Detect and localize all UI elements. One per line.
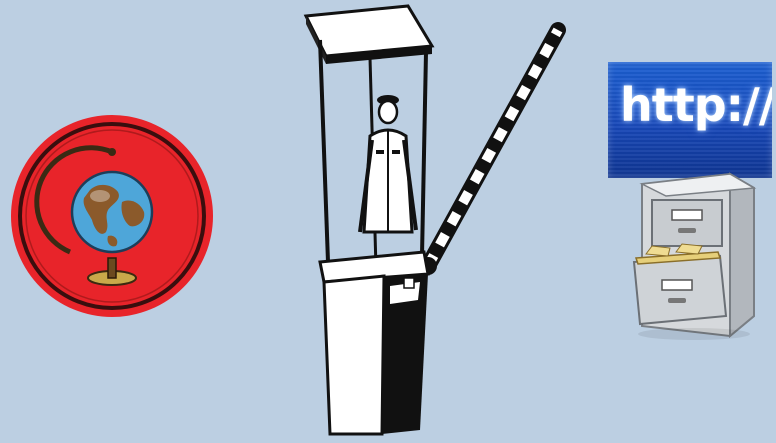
guard-figure xyxy=(360,95,416,232)
web-server-group: http:// xyxy=(604,58,776,348)
security-guard-booth-icon xyxy=(300,0,580,438)
globe-icon xyxy=(8,112,216,320)
guard-booth xyxy=(300,0,580,438)
globe-badge xyxy=(8,112,216,320)
http-banner: http:// xyxy=(608,62,772,178)
barrier-gate-icon xyxy=(419,30,558,275)
http-text: http:// xyxy=(620,78,772,132)
file-cabinet-icon xyxy=(622,166,762,342)
